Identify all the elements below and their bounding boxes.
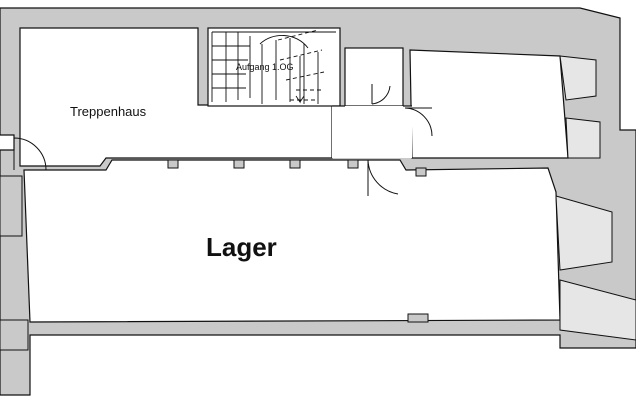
label-stair-note: Aufgang 1.OG <box>236 62 294 72</box>
stairs <box>211 29 336 104</box>
door-closet <box>371 84 391 105</box>
window-niches <box>555 55 636 341</box>
left-lower-niche <box>0 319 29 351</box>
room-closet <box>344 47 404 107</box>
door-storage <box>367 159 399 196</box>
room-storage <box>23 159 561 323</box>
label-stairwell: Treppenhaus <box>70 104 147 119</box>
room-upper-right <box>409 49 569 159</box>
pilasters <box>167 159 429 323</box>
doors <box>13 84 433 196</box>
label-storage: Lager <box>206 232 277 262</box>
door-stairwell-left <box>13 137 47 171</box>
left-niche <box>0 175 23 237</box>
door-corridor-right <box>404 107 433 137</box>
walls <box>0 7 636 396</box>
corridor <box>332 106 412 158</box>
